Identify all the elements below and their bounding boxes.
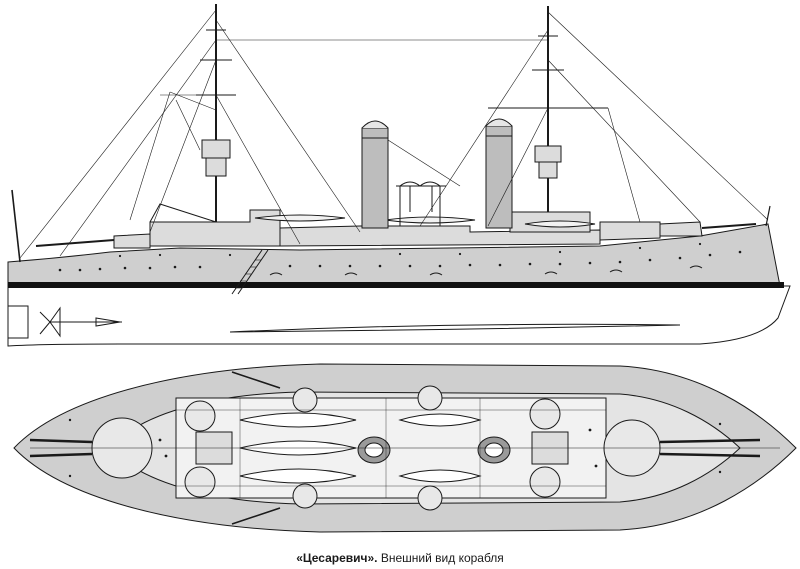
side-profile-view <box>7 4 791 347</box>
boat <box>524 220 596 228</box>
ensign-staff <box>765 205 771 227</box>
boat-boom <box>231 507 281 525</box>
hull-side <box>7 223 781 287</box>
boat <box>254 214 346 222</box>
main-mast <box>488 6 608 212</box>
shaft-bracket <box>95 317 121 327</box>
aft-deckhouse <box>599 221 661 241</box>
underwater-hull <box>7 285 791 347</box>
fore-main-turret <box>113 233 151 249</box>
fore-mast <box>149 4 236 223</box>
boat <box>384 216 476 224</box>
deck-planking <box>176 398 606 498</box>
boat-davits <box>409 186 433 212</box>
aft-funnel <box>485 118 513 229</box>
funnel-tops-plan <box>357 436 511 464</box>
ladder-rungs <box>235 259 261 289</box>
fore-funnel <box>361 120 389 229</box>
aft-main-turret <box>659 221 703 237</box>
rudder <box>7 305 29 339</box>
midship-superstructure <box>279 225 601 247</box>
plan-view <box>13 363 797 533</box>
hull-scuttles <box>269 265 703 276</box>
rigging <box>19 9 769 259</box>
fore-main-gun <box>35 239 115 247</box>
boat-davits <box>396 181 446 226</box>
caption-text: Внешний вид корабля <box>377 551 504 565</box>
accommodation-ladder <box>231 249 269 295</box>
boat-boom <box>231 371 281 389</box>
aft-main-gun <box>701 223 757 229</box>
waterline-stripe <box>8 282 784 288</box>
deck-fittings <box>68 418 722 478</box>
caption-ship-name: «Цесаревич». <box>296 551 378 565</box>
bilge-keel <box>229 323 681 333</box>
jackstaff <box>11 189 21 263</box>
figure-caption: «Цесаревич». Внешний вид корабля <box>0 551 800 565</box>
secondary-turrets <box>184 385 561 511</box>
porthole-row <box>58 242 742 272</box>
